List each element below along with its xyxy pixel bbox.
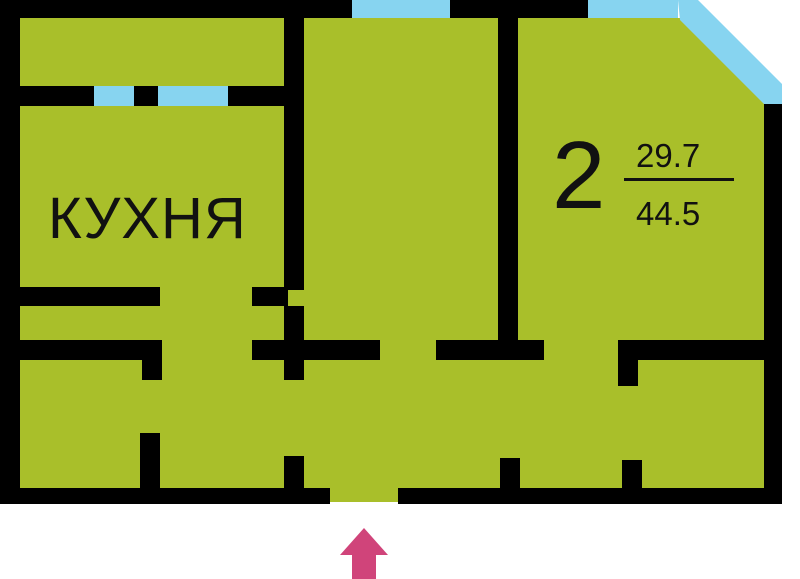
floor-area — [18, 18, 764, 502]
window-top-center — [352, 0, 450, 18]
window-kitchen-right — [158, 86, 228, 106]
window-corner — [678, 0, 782, 104]
entrance-arrow-icon — [340, 528, 388, 579]
area-fraction-line — [624, 178, 734, 181]
kitchen-label: КУХНЯ — [48, 186, 247, 251]
living-area-value: 29.7 — [636, 137, 701, 174]
total-area-value: 44.5 — [636, 195, 701, 232]
window-top-right — [588, 0, 678, 18]
window-kitchen-left — [94, 86, 134, 106]
rooms-count: 2 — [552, 122, 606, 229]
walls — [0, 0, 782, 504]
windows — [94, 0, 782, 106]
